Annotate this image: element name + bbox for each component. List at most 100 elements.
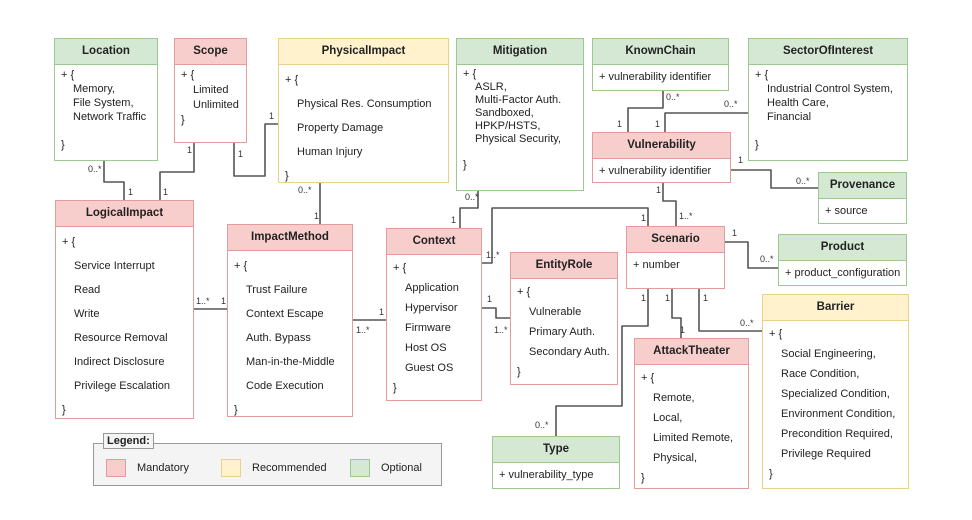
attribute-line: Firmware (405, 322, 451, 334)
legend-item-optional: Optional (350, 459, 422, 477)
class-type: Type+ vulnerability_type (492, 436, 620, 489)
attribute-line: Limited Remote, (653, 432, 734, 444)
class-location: Location+ {Memory,File System,Network Tr… (54, 38, 158, 161)
association-context-scenario (482, 207, 649, 264)
attribute-line: Write (74, 308, 100, 320)
attribute-line: Physical Security, (475, 133, 561, 145)
attribute-line: Local, (653, 412, 683, 424)
multiplicity-label: 0..* (740, 318, 754, 328)
multiplicity-label: 1 (641, 213, 646, 223)
multiplicity-label: 1..* (356, 325, 370, 335)
class-name: KnownChain (593, 39, 728, 65)
attribute-line: Service Interrupt (74, 260, 155, 272)
class-attributes: + vulnerability identifier (593, 65, 728, 89)
class-name: AttackTheater (635, 339, 748, 365)
attribute-line: + { (393, 262, 407, 274)
class-name: PhysicalImpact (279, 39, 448, 65)
legend-label: Recommended (252, 462, 327, 474)
multiplicity-label: 0..* (796, 176, 810, 186)
class-attributes: + vulnerability_type (493, 463, 619, 487)
attribute-line: Human Injury (297, 146, 363, 158)
attribute-line: } (641, 472, 645, 484)
legend-item-recommended: Recommended (221, 459, 327, 477)
attribute-line: } (234, 404, 238, 416)
attribute-line: Read (74, 284, 101, 296)
association-vulnerability-provenance (731, 169, 818, 189)
attribute-line: Memory, (73, 83, 115, 95)
class-vulnerability: Vulnerability+ vulnerability identifier (592, 132, 731, 183)
attribute-line: HPKP/HSTS, (475, 120, 541, 132)
multiplicity-label: 1 (680, 325, 685, 335)
attribute-line: Privilege Required (781, 448, 871, 460)
association-context-entityrole (482, 307, 510, 319)
multiplicity-label: 1 (128, 187, 133, 197)
multiplicity-label: 1 (732, 228, 737, 238)
attribute-line: Physical, (653, 452, 698, 464)
attribute-line: } (61, 139, 65, 151)
attribute-line (61, 124, 151, 138)
attribute-line: Context Escape (246, 308, 324, 320)
class-barrier: Barrier+ {Social Engineering,Race Condit… (762, 294, 909, 489)
multiplicity-label: 1 (379, 307, 384, 317)
attribute-line: Race Condition, (781, 368, 860, 380)
association-sectorofinterest-vulnerability (664, 112, 748, 132)
multiplicity-label: 1 (314, 211, 319, 221)
association-location-logicalimpact (103, 161, 125, 200)
attribute-line: Remote, (653, 392, 695, 404)
multiplicity-label: 1 (655, 119, 660, 129)
attribute-line (755, 124, 901, 138)
attribute-line: Indirect Disclosure (74, 356, 165, 368)
association-knownchain-vulnerability (627, 91, 664, 132)
multiplicity-label: 0..* (88, 164, 102, 174)
multiplicity-label: 1..* (486, 250, 500, 260)
attribute-line: Health Care, (767, 97, 829, 109)
attribute-line: } (62, 404, 66, 416)
attribute-line: + { (755, 69, 769, 81)
attribute-line: Trust Failure (246, 284, 308, 296)
attribute-line: Property Damage (297, 122, 384, 134)
attribute-line: } (393, 382, 397, 394)
legend-title: Legend: (103, 433, 154, 449)
association-scenario-type (555, 289, 649, 436)
class-attack-theater: AttackTheater+ {Remote,Local,Limited Rem… (634, 338, 749, 489)
attribute-line: Limited (193, 84, 229, 96)
class-name: EntityRole (511, 253, 617, 279)
multiplicity-label: 0..* (298, 185, 312, 195)
legend-label: Mandatory (137, 462, 189, 474)
attribute-line: Code Execution (246, 380, 324, 392)
association-scope-physicalimpact (233, 123, 278, 177)
attribute-line: + { (285, 74, 299, 86)
multiplicity-label: 1 (163, 187, 168, 197)
attribute-line: + { (62, 236, 76, 248)
class-name: SectorOfInterest (749, 39, 907, 65)
class-attributes: + {Memory,File System,Network Traffic } (55, 65, 157, 155)
class-attributes: + {Social Engineering,Race Condition,Spe… (763, 321, 908, 487)
attribute-line: Guest OS (405, 362, 454, 374)
class-name: Context (387, 229, 481, 255)
class-name: Barrier (763, 295, 908, 321)
multiplicity-label: 0..* (724, 99, 738, 109)
attribute-line: Social Engineering, (781, 348, 876, 360)
attribute-line: Multi-Factor Auth. (475, 94, 562, 106)
attribute-line: Sandboxed, (475, 107, 534, 119)
attribute-line: Financial (767, 111, 812, 123)
attribute-line: Application (405, 282, 459, 294)
class-name: Type (493, 437, 619, 463)
class-name: Provenance (819, 173, 906, 199)
multiplicity-label: 1 (451, 215, 456, 225)
class-physical-impact: PhysicalImpact+ {Physical Res. Consumpti… (278, 38, 449, 183)
association-mitigation-context (459, 191, 479, 228)
legend-swatch (106, 459, 126, 477)
attribute-line: + { (61, 69, 75, 81)
class-name: Mitigation (457, 39, 583, 65)
attribute-line: Hypervisor (405, 302, 458, 314)
class-name: Vulnerability (593, 133, 730, 159)
attribute-line: File System, (73, 97, 134, 109)
